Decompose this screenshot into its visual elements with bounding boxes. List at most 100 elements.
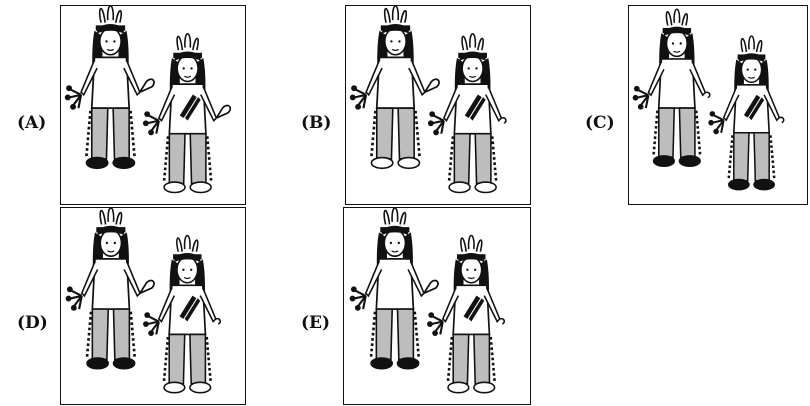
- pant-leg: [473, 333, 491, 385]
- flower: [354, 304, 361, 311]
- eye: [190, 67, 193, 70]
- shoe: [727, 178, 750, 191]
- mouth: [467, 277, 475, 280]
- feather: [477, 37, 484, 51]
- flower: [432, 330, 438, 337]
- flower-bunch: [636, 89, 650, 109]
- flower: [148, 330, 154, 337]
- pant-leg: [90, 107, 109, 160]
- feather: [475, 239, 483, 252]
- option-panel-d[interactable]: [60, 207, 246, 405]
- eye: [466, 268, 469, 271]
- shoe: [448, 181, 471, 194]
- feather: [183, 234, 191, 250]
- mouth: [748, 76, 755, 79]
- option-label-e: (E): [301, 313, 331, 333]
- flower-bunch: [146, 315, 160, 335]
- flower: [633, 85, 640, 92]
- flower: [709, 111, 716, 117]
- option-label-d: (D): [17, 313, 48, 333]
- shirt-stripe: [743, 94, 761, 118]
- option-panel-e[interactable]: [343, 207, 531, 405]
- flower: [65, 295, 72, 302]
- flower: [713, 128, 719, 135]
- shirt: [91, 258, 131, 310]
- option-panel-b[interactable]: [345, 5, 531, 205]
- mouth: [469, 75, 477, 78]
- arm: [763, 87, 781, 122]
- eye: [475, 67, 478, 70]
- fringe: [447, 136, 498, 181]
- flower: [70, 103, 77, 110]
- flower-bunch: [430, 315, 444, 335]
- eye: [113, 241, 117, 245]
- shoe: [163, 181, 186, 194]
- pant-leg: [91, 308, 110, 361]
- figure-pair-illustration: [65, 208, 222, 394]
- mouth: [391, 250, 399, 253]
- flower: [70, 304, 77, 311]
- option-panel-a[interactable]: [60, 5, 246, 205]
- shirt: [375, 56, 416, 110]
- mouth: [107, 250, 115, 253]
- eye: [746, 68, 749, 71]
- flower: [433, 129, 439, 136]
- open-hand: [779, 116, 785, 124]
- option-panel-c[interactable]: [628, 5, 808, 205]
- feather: [400, 9, 408, 23]
- shoe: [473, 381, 496, 394]
- arm: [157, 287, 176, 323]
- shoe: [753, 178, 775, 191]
- flower: [428, 312, 435, 318]
- flower-bunch: [69, 289, 83, 310]
- fringe: [369, 311, 420, 357]
- shoe: [163, 381, 186, 394]
- fringe: [85, 311, 136, 357]
- flower: [64, 94, 71, 101]
- eye: [105, 241, 109, 245]
- feather: [469, 33, 477, 48]
- pant-leg: [396, 308, 415, 361]
- feather: [399, 211, 407, 225]
- child-figure-left: [65, 208, 155, 370]
- arm: [80, 261, 99, 298]
- feather: [740, 37, 748, 53]
- bangs: [97, 225, 125, 236]
- flower: [349, 94, 356, 101]
- feather: [460, 237, 467, 252]
- flower: [148, 129, 154, 136]
- hand-item: [137, 279, 155, 296]
- bangs: [738, 53, 765, 63]
- eye: [754, 68, 757, 71]
- arm: [157, 86, 176, 122]
- flower: [144, 312, 151, 318]
- feather: [665, 11, 673, 26]
- pant-leg: [453, 132, 471, 185]
- option-label-c: (C): [585, 113, 615, 133]
- figure-pair-illustration: [632, 8, 785, 191]
- shirt-stripe: [464, 94, 482, 119]
- shirt: [90, 56, 131, 110]
- eye: [182, 268, 185, 271]
- mouth: [183, 277, 191, 280]
- open-hand: [215, 317, 222, 325]
- child-figure-left: [349, 6, 440, 170]
- fringe: [652, 110, 702, 155]
- eye: [467, 67, 470, 70]
- pant-leg: [189, 132, 207, 185]
- shoe: [189, 381, 212, 394]
- pant-leg: [168, 333, 186, 385]
- arm: [722, 87, 740, 122]
- figure-pair-illustration: [349, 6, 507, 194]
- child-figure-right: [427, 33, 507, 194]
- fringe: [162, 136, 213, 181]
- pant-leg: [112, 308, 131, 361]
- flower: [351, 85, 358, 92]
- eye: [182, 67, 185, 70]
- bangs: [381, 225, 409, 236]
- flower: [66, 85, 73, 92]
- pant-leg: [678, 107, 696, 158]
- feather: [467, 234, 475, 250]
- flower: [632, 94, 639, 101]
- shoe: [396, 357, 420, 370]
